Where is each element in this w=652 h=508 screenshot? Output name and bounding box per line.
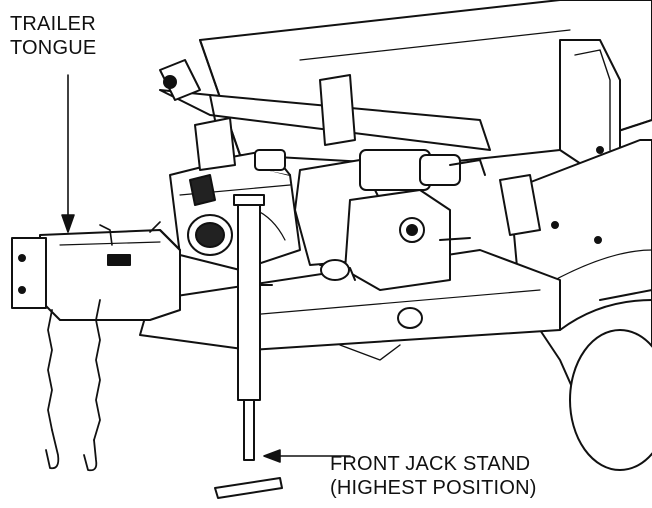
front-jack-stand [214,194,283,499]
trailer-tongue [11,221,181,321]
trailer-tongue-label-line2: TONGUE [10,37,97,59]
engine [169,149,301,271]
front-jack-stand-label-line2: (HIGHEST POSITION) [330,477,537,499]
front-jack-stand-label: FRONT JACK STAND (HIGHEST POSITION) [330,452,537,500]
right-bracket [559,39,621,171]
trailer-tongue-label-line1: TRAILER [10,13,96,35]
front-jack-stand-label-line1: FRONT JACK STAND [330,453,531,475]
callout-arrows [61,74,351,463]
support-brackets [194,74,541,236]
trailer-tongue-label: TRAILER TONGUE [10,12,96,60]
fender-and-wheel [509,139,652,471]
safety-chains [45,299,101,472]
pump-assembly [294,149,486,291]
